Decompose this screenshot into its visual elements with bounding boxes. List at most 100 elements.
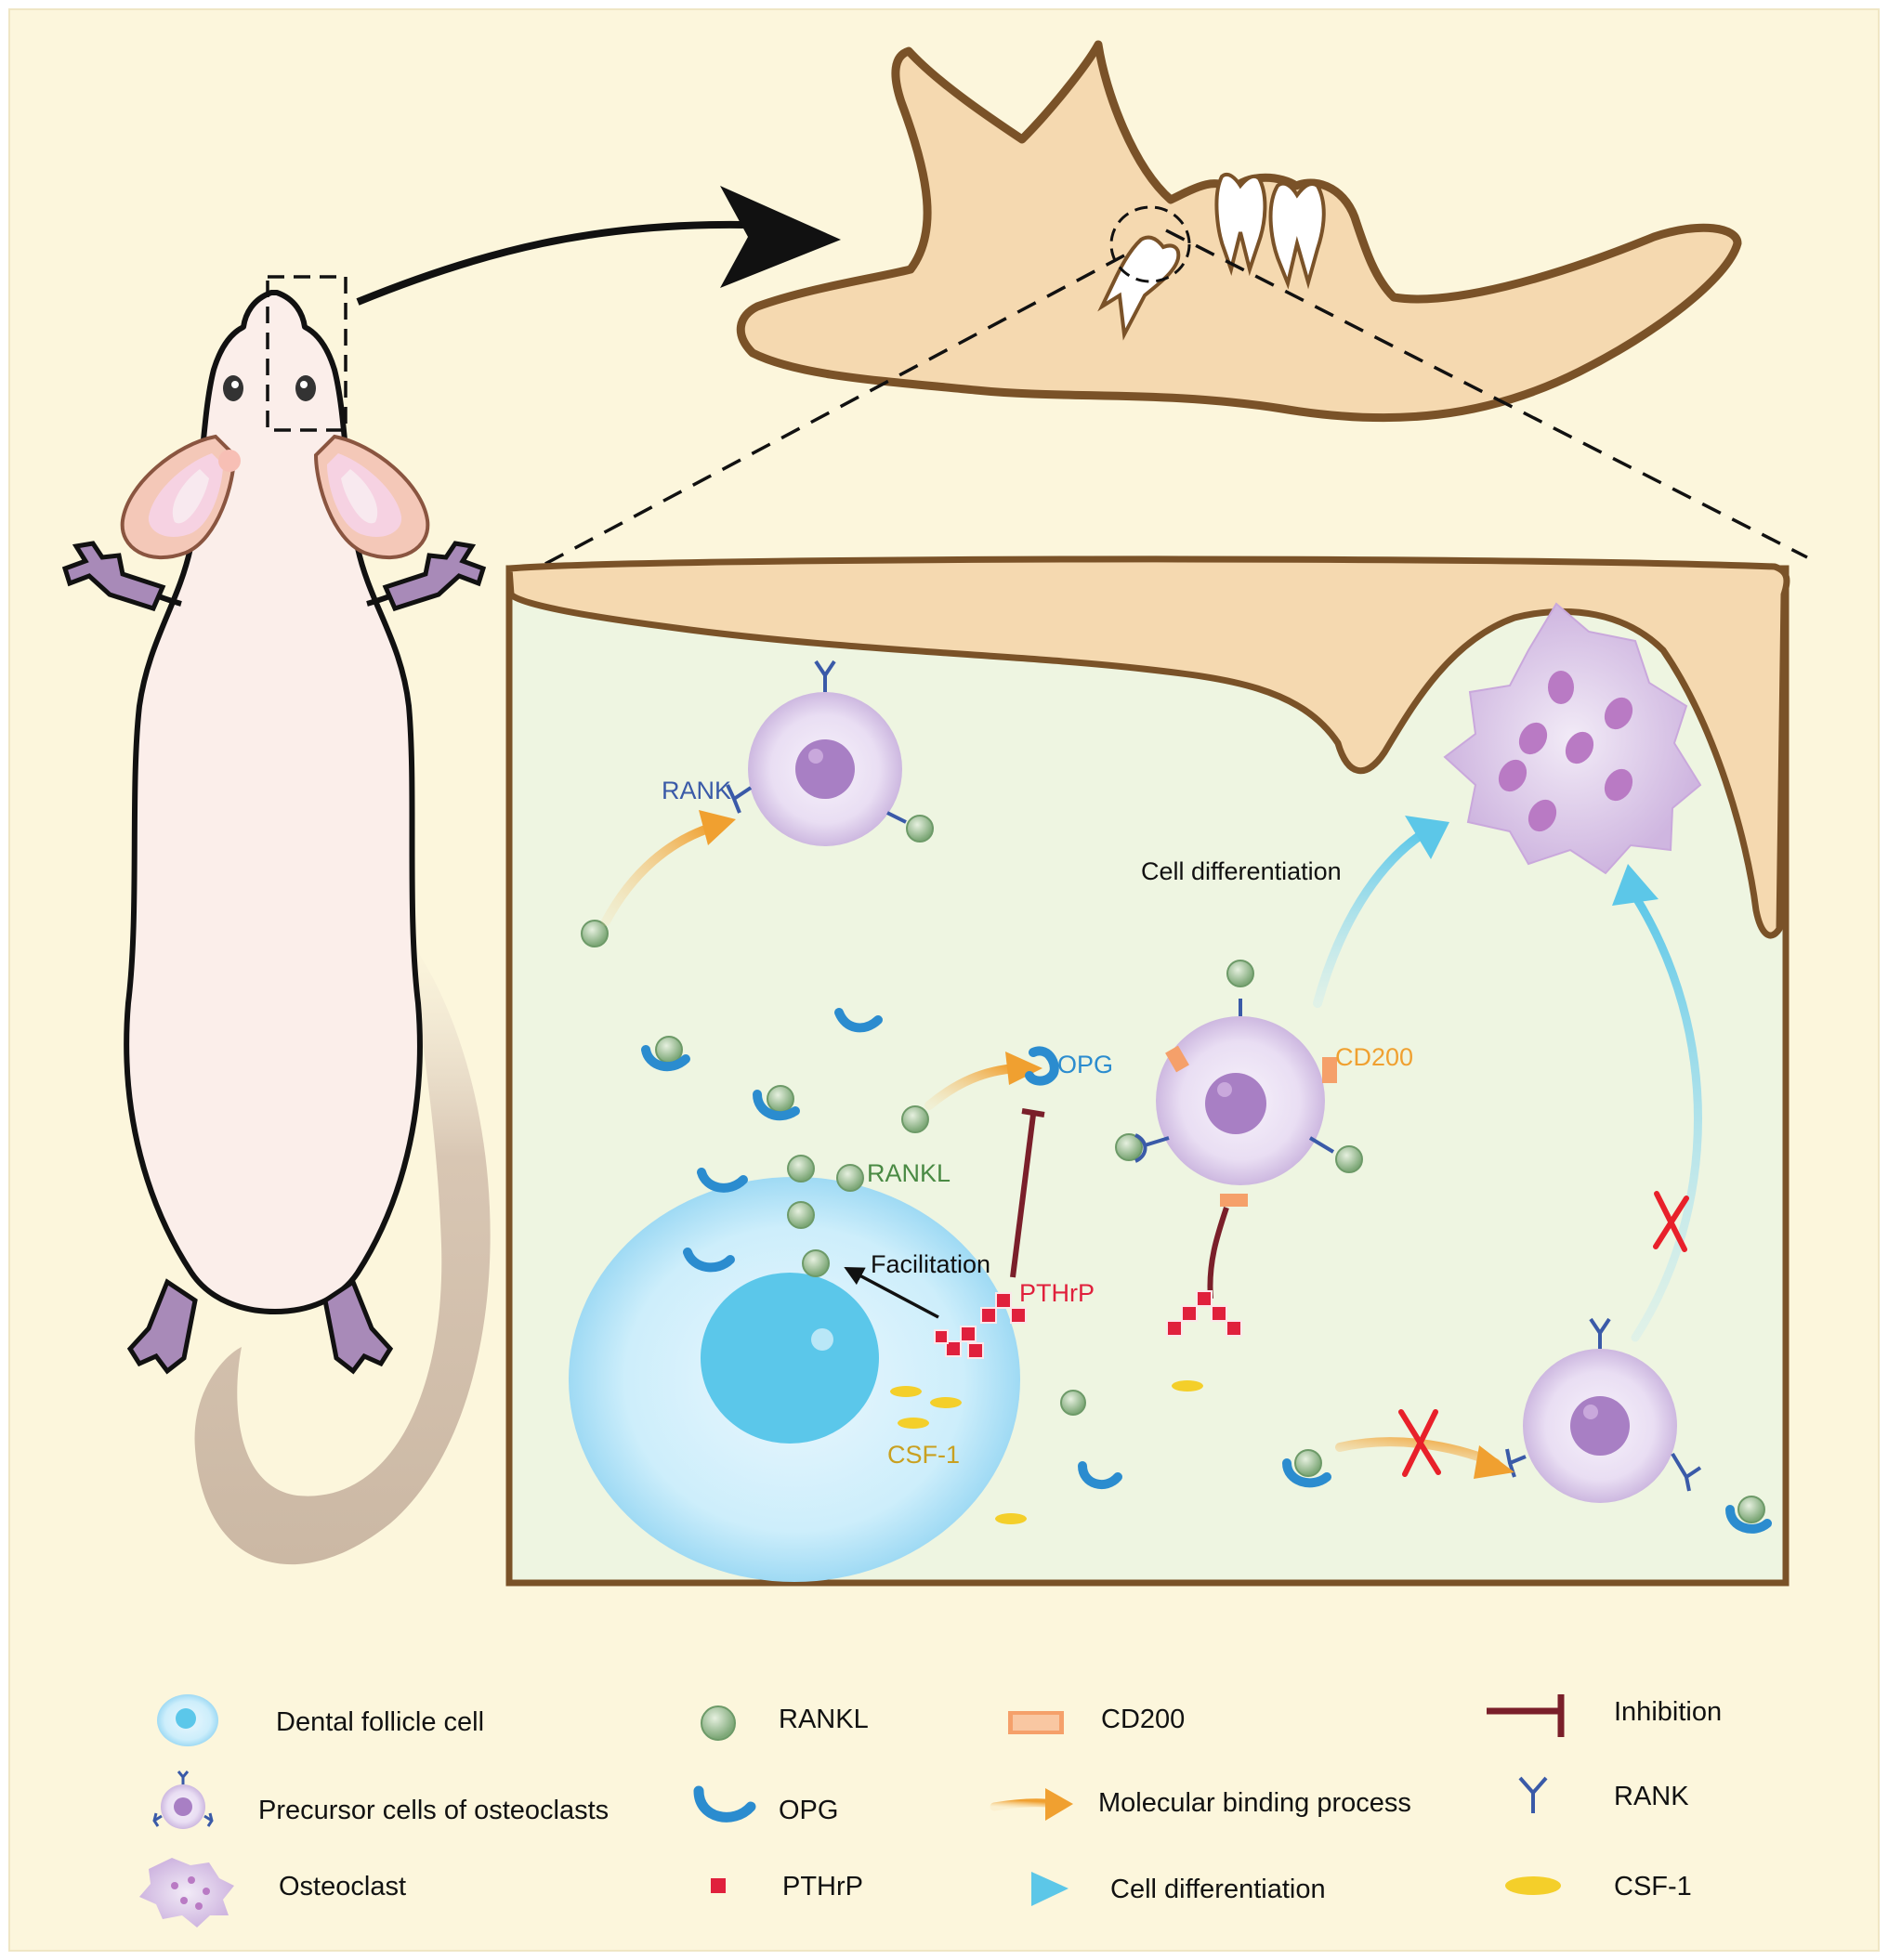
rankl-molecule <box>1060 1390 1086 1416</box>
mouse-tail <box>194 938 491 1565</box>
legend-label: Dental follicle cell <box>276 1707 484 1737</box>
rank-icon <box>1518 1776 1548 1813</box>
zoom-line-left <box>543 254 1125 567</box>
mouse-right-eye <box>295 375 316 401</box>
molar-tooth-1 <box>1214 172 1267 277</box>
legend-label: CSF-1 <box>1614 1872 1692 1901</box>
legend-item: Inhibition <box>1487 1694 1722 1737</box>
cd200-molecule <box>1220 1194 1248 1207</box>
rankl-molecule <box>901 1105 929 1133</box>
rank-receptor <box>726 784 753 814</box>
dental-follicle-cell <box>569 1177 1020 1582</box>
alveolar-bone <box>505 555 1790 939</box>
rank-receptor <box>886 811 907 824</box>
mouse-right-forepaw <box>382 541 487 612</box>
legend-label: RANK <box>1614 1782 1689 1811</box>
differentiation-arrow <box>1313 827 1431 1008</box>
binding-arrow <box>601 822 718 926</box>
cd200-molecule <box>1322 1057 1337 1083</box>
rank-label: RANK <box>662 777 731 804</box>
rankl-molecule <box>787 1155 815 1183</box>
rankl-molecule <box>836 1164 864 1192</box>
legend-label: CD200 <box>1101 1705 1185 1734</box>
legend-item: Precursor cells of osteoclasts <box>152 1771 609 1829</box>
cd200-molecule <box>1165 1045 1189 1073</box>
legend-item: RANK <box>1518 1776 1689 1813</box>
binding-arrow-icon <box>990 1788 1073 1821</box>
legend-item: CD200 <box>1008 1705 1185 1734</box>
opg-molecule <box>1078 1461 1122 1489</box>
osteoclast-nucleus <box>1527 799 1557 832</box>
legend-item: Dental follicle cell <box>157 1694 484 1746</box>
binding-arrowhead <box>699 810 736 845</box>
rankl-molecule <box>906 815 934 843</box>
rankl-molecule <box>581 920 609 947</box>
opg-rankl-complex <box>1282 1449 1331 1488</box>
pthrp-cluster <box>1166 1290 1242 1337</box>
osteoclast-nucleus <box>1565 731 1594 764</box>
legend-item: CSF-1 <box>1505 1872 1692 1901</box>
legend-label: Inhibition <box>1614 1697 1722 1727</box>
osteoclast-nucleus <box>1604 697 1633 730</box>
precursor-nucleus <box>1570 1396 1630 1456</box>
rank-receptor <box>814 660 836 692</box>
erupting-tooth <box>1097 235 1181 341</box>
legend-label: Osteoclast <box>279 1872 406 1901</box>
legend-label: Cell differentiation <box>1110 1875 1326 1904</box>
differentiation-arrow-blocked <box>1631 892 1702 1342</box>
differentiation-arrowhead <box>1612 864 1659 906</box>
osteoclast-nucleus <box>1518 722 1548 755</box>
rank-receptor <box>1671 1452 1702 1492</box>
rankl-molecule <box>1335 1145 1363 1173</box>
inhibition-line <box>1010 1114 1036 1278</box>
legend-label: RANKL <box>779 1705 869 1734</box>
mouse-left-forepaw <box>61 541 166 612</box>
inhibition-bar <box>1021 1108 1045 1117</box>
facilitation-label: Facilitation <box>871 1250 990 1278</box>
legend-label: Molecular binding process <box>1098 1788 1411 1818</box>
blocked-binding-cross-icon <box>1398 1409 1441 1477</box>
differentiation-arrow-icon <box>999 1872 1069 1906</box>
osteoclast-nucleus <box>1548 671 1574 704</box>
precursor-cell <box>1505 1317 1702 1503</box>
binding-arrowhead <box>1005 1052 1042 1085</box>
opg-rankl-complex <box>641 1036 690 1072</box>
osteoclast-nucleus <box>1498 759 1527 792</box>
legend-item: Molecular binding process <box>990 1788 1411 1821</box>
mandible-illustration <box>736 40 1742 423</box>
inhibition-icon <box>1487 1694 1565 1737</box>
csf1-molecules <box>890 1380 1203 1524</box>
rankl-icon <box>701 1705 736 1741</box>
legend-item: Cell differentiation <box>999 1872 1326 1906</box>
opg-molecule <box>683 1248 735 1273</box>
mouse-illustration <box>61 275 491 1565</box>
opg-rankl-complex <box>1725 1496 1772 1534</box>
precursor-cell-cd200 <box>1115 960 1363 1207</box>
rank-receptor <box>1589 1317 1611 1349</box>
precursor-cell <box>726 660 934 846</box>
mouse-left-ear <box>120 434 237 559</box>
rank-receptor <box>1144 1136 1170 1147</box>
mouse-right-hindpaw <box>322 1278 394 1375</box>
rankl-molecule <box>802 1249 830 1277</box>
precursor-nucleus <box>795 739 855 799</box>
legend-label: PTHrP <box>782 1872 863 1901</box>
rankl-label: RANKL <box>867 1159 951 1187</box>
precursor-cell-icon <box>152 1771 214 1829</box>
osteoclast-cell <box>1443 602 1702 875</box>
pthrp-icon <box>711 1878 726 1893</box>
csf1-icon <box>1505 1876 1561 1895</box>
facilitation-arrow <box>844 1267 939 1319</box>
pthrp-label: PTHrP <box>1019 1279 1095 1307</box>
mouse-left-eye <box>223 375 243 401</box>
mouse-jaw-selection-box <box>266 275 347 432</box>
differentiation-arrowhead <box>1405 816 1449 859</box>
dental-follicle-cell-icon <box>157 1694 218 1746</box>
blocked-differentiation-cross-icon <box>1653 1191 1689 1252</box>
legend-item: RANKL <box>701 1705 869 1741</box>
legend-label: OPG <box>779 1796 838 1825</box>
osteoclast-icon <box>139 1858 234 1927</box>
opg-rankl-complex <box>753 1085 800 1121</box>
opg-rankl-complex <box>1115 1133 1147 1163</box>
